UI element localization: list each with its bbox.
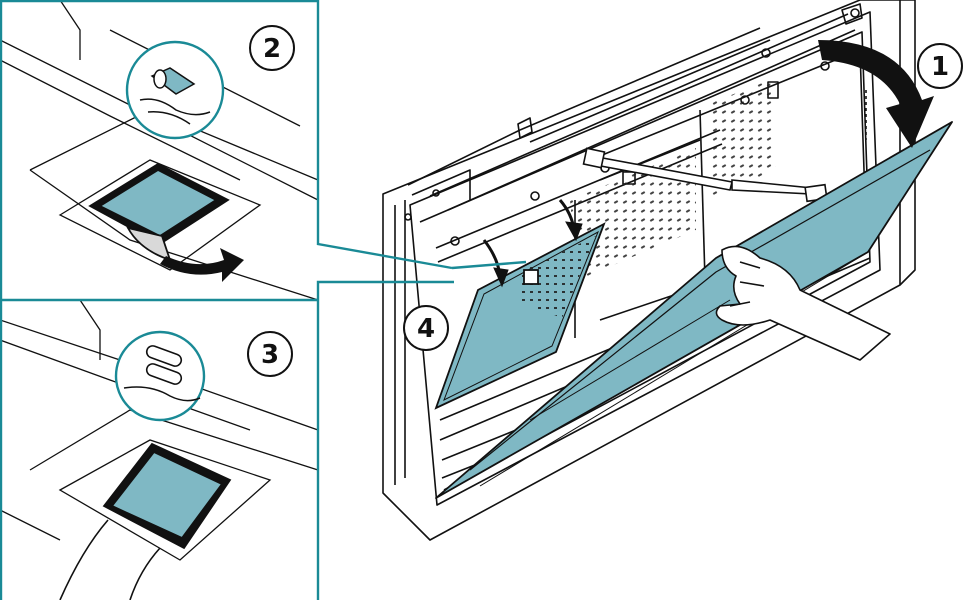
gas-strut	[582, 147, 828, 203]
finger-icon	[59, 519, 161, 601]
perforated-mesh	[570, 80, 776, 280]
step-4-label: 4	[417, 314, 435, 344]
inset-frame	[0, 0, 527, 600]
curved-arrow-icon	[818, 40, 934, 148]
peel-arrow-icon	[160, 248, 244, 282]
step-2-label: 2	[263, 34, 281, 64]
filter-arrow-icons	[482, 199, 583, 288]
front-panel	[435, 121, 953, 499]
detail-circle-2	[125, 40, 225, 140]
hand-icon	[715, 245, 891, 361]
step-1-badge: 1	[917, 43, 963, 89]
step-2-badge: 2	[249, 25, 295, 71]
inset-step-2: 2	[0, 0, 319, 301]
step-1-label: 1	[931, 52, 949, 82]
filter-tape	[88, 162, 230, 262]
grease-filter	[434, 222, 606, 410]
filter-pad	[102, 442, 232, 550]
detail-circle-3	[114, 330, 206, 422]
step-3-label: 3	[261, 340, 279, 370]
step-4-badge: 4	[403, 305, 449, 351]
step-3-badge: 3	[247, 331, 293, 377]
inset-step-3: 3	[0, 299, 319, 601]
